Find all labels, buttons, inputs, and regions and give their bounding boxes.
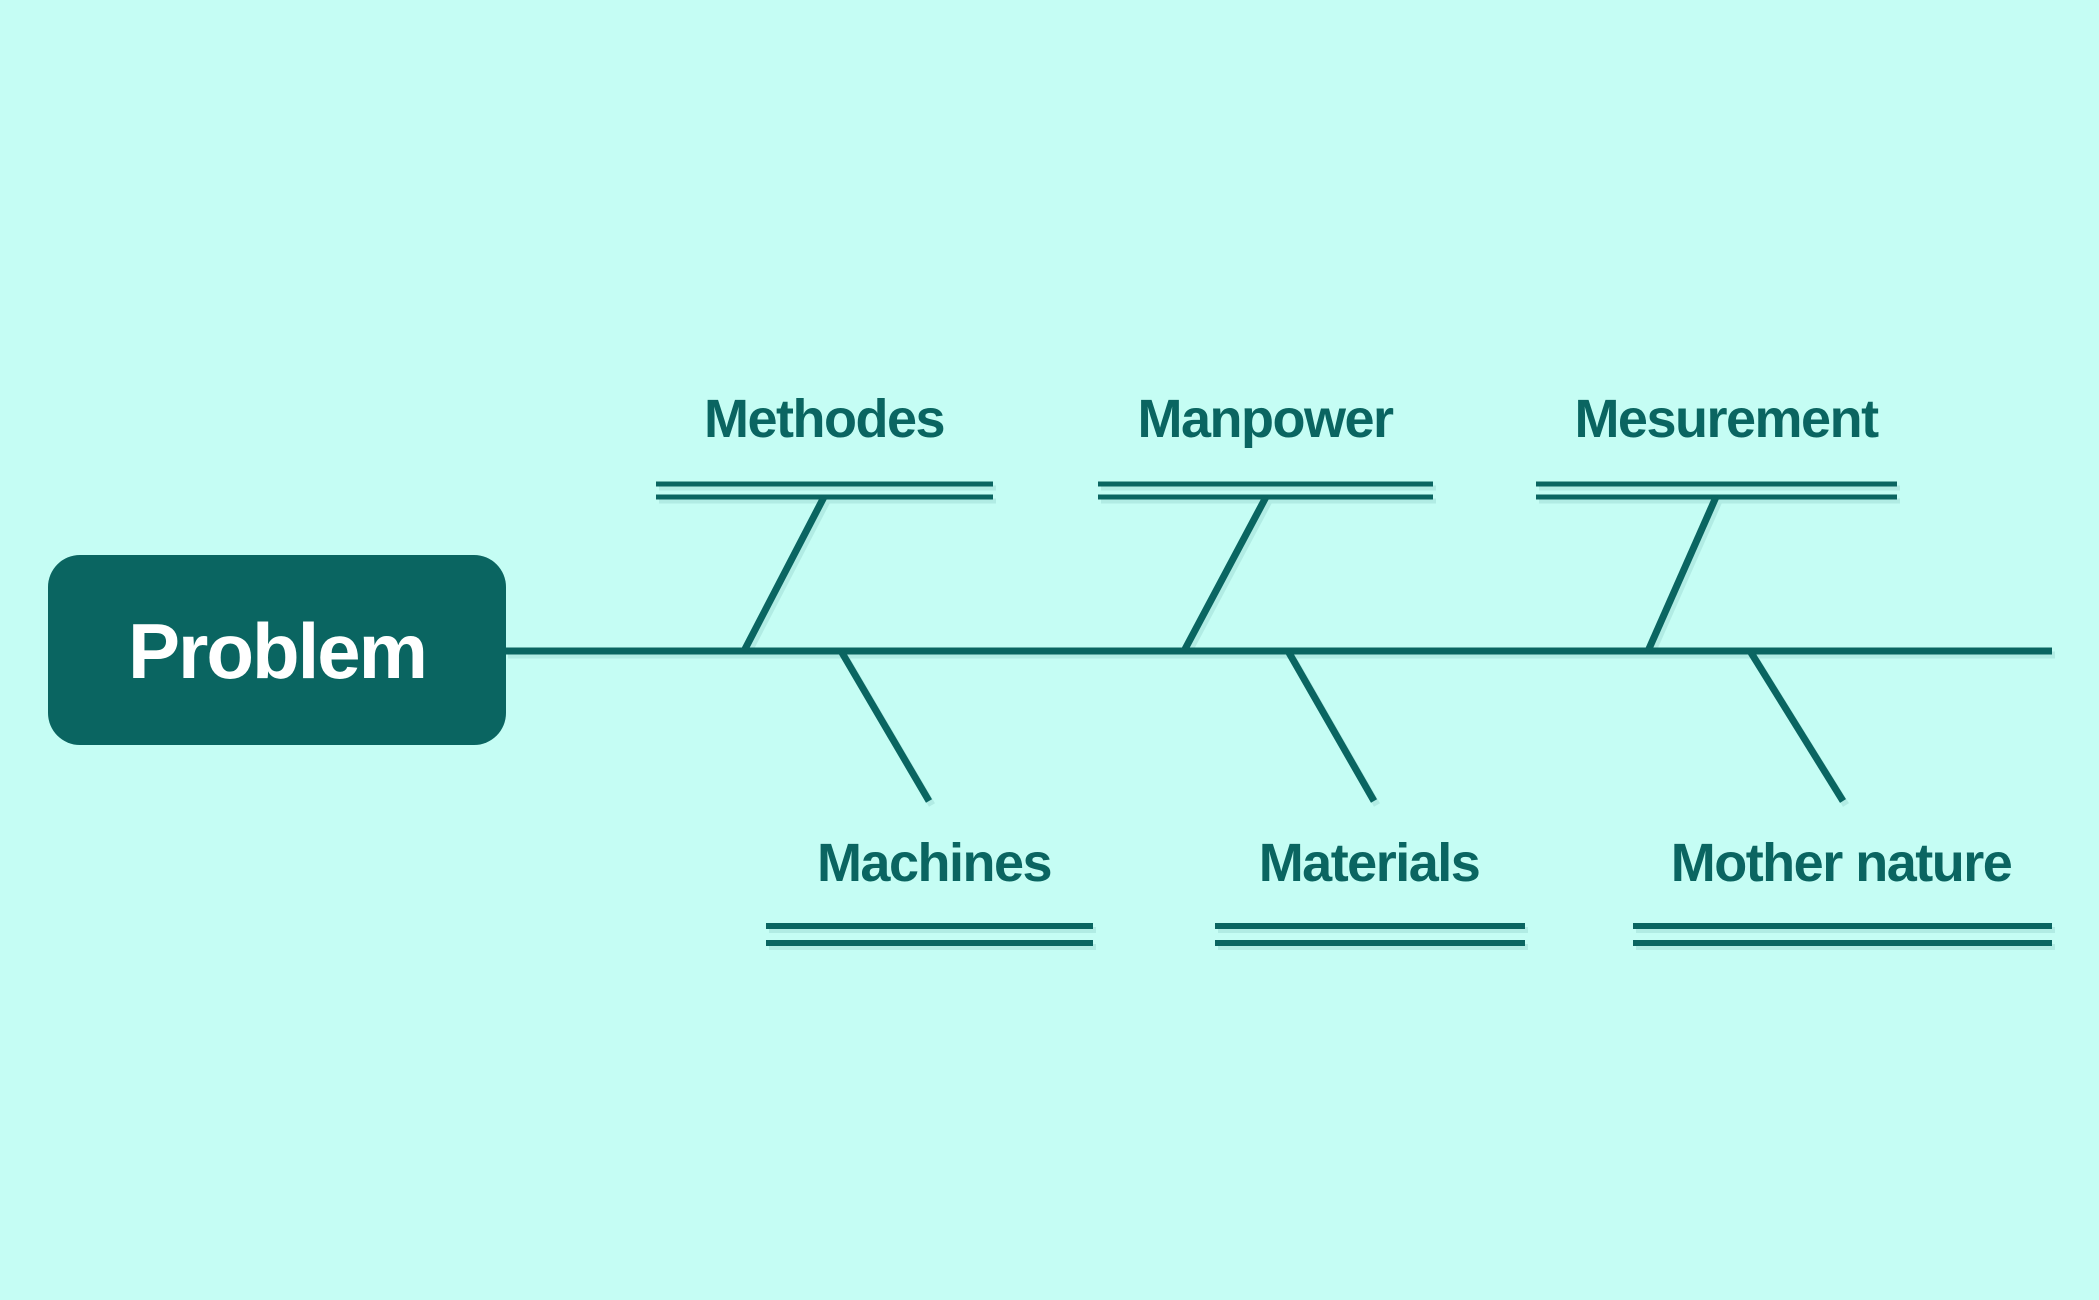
branch-diagonal [1747, 649, 1846, 803]
bottom-branch-materials [1215, 649, 1525, 946]
branch-label-mesurement[interactable]: Mesurement [1574, 389, 1880, 449]
diagram-bones [505, 481, 2052, 946]
top-branch-manpower [1098, 481, 1433, 653]
bottom-branch-mother-nature [1633, 649, 2052, 946]
bottom-branch-machines [766, 649, 1093, 946]
problem-node[interactable]: Problem [48, 555, 506, 745]
problem-label[interactable]: Problem [128, 607, 428, 695]
branch-diagonal [837, 649, 933, 803]
branch-label-manpower[interactable]: Manpower [1137, 389, 1395, 449]
top-branch-mesurement [1536, 481, 1897, 653]
branch-label-materials[interactable]: Materials [1259, 833, 1481, 893]
branch-label-machines[interactable]: Machines [817, 833, 1053, 893]
branch-diagonal [1284, 649, 1378, 803]
branch-diagonal [1180, 495, 1270, 653]
branch-label-methodes[interactable]: Methodes [704, 389, 946, 449]
branch-diagonal [1644, 495, 1720, 653]
branch-diagonal [740, 495, 828, 653]
branch-label-mother-nature[interactable]: Mother nature [1671, 833, 2013, 893]
top-branch-methodes [656, 481, 993, 653]
problem-box[interactable] [48, 555, 506, 745]
